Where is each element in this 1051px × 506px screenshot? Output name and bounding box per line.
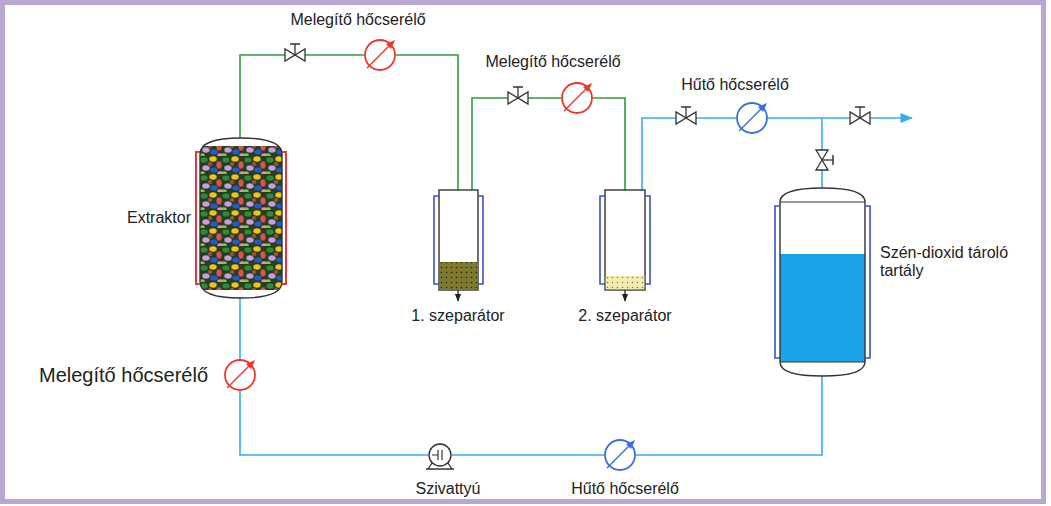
vessel-node: Melegítő hőcserélő	[364, 39, 396, 71]
vessel-outline	[200, 138, 282, 298]
label-box: Melegítő hőcserélő	[290, 11, 425, 29]
equipment-label: Szivattyú	[416, 480, 481, 498]
cooling-jacket	[775, 206, 780, 358]
vessel-outline	[605, 190, 645, 290]
label-box: Hűtő hőcserélő	[571, 480, 679, 498]
label-box: Szivattyú	[416, 480, 481, 498]
pipe-line	[636, 376, 822, 455]
exchanger-arrow	[367, 44, 391, 68]
label-box: Szén-dioxid tároló tartály	[880, 244, 1030, 281]
valve-symbol	[816, 150, 833, 170]
equipment-label: 1. szeparátor	[411, 307, 504, 325]
equipment-label: Melegítő hőcserélő	[39, 364, 208, 387]
vessel-node: 1. szeparátor	[439, 190, 478, 290]
exchanger-circle	[365, 40, 395, 70]
pipe-line	[240, 55, 364, 138]
liquid-co2	[780, 254, 865, 362]
valve-symbol	[285, 44, 305, 61]
heating-jacket	[196, 152, 200, 284]
node-shape	[200, 138, 282, 298]
valve-symbol	[508, 87, 528, 104]
node-shape	[439, 190, 478, 290]
equipment-label: Melegítő hőcserélő	[290, 11, 425, 29]
outlet-arrow	[624, 290, 625, 301]
exchanger-arrowhead	[246, 360, 255, 369]
exchanger-arrowhead	[386, 40, 395, 49]
pipe-line	[593, 98, 625, 190]
vessel-outline	[439, 190, 478, 290]
cooling-jacket	[865, 206, 870, 358]
vessel-node: Hűtő hőcserélő	[604, 439, 636, 471]
node-shape	[428, 443, 452, 469]
pipe-line	[240, 391, 428, 455]
pipe-line	[642, 118, 736, 190]
exchanger-circle	[562, 83, 592, 113]
exchanger-circle	[605, 440, 635, 470]
pipe-line	[239, 298, 241, 359]
vessel-node: Szivattyú	[428, 443, 452, 469]
pump-rotor	[432, 450, 442, 460]
equipment-label: Hűtő hőcserélő	[571, 480, 679, 498]
pipe-line	[472, 98, 561, 190]
exchanger-arrow	[227, 364, 251, 388]
vessel-node: Extraktor	[200, 138, 282, 298]
vessel-node: Szén-dioxid tároló tartály	[780, 188, 865, 376]
label-box: Hűtő hőcserélő	[681, 76, 789, 94]
cooling-jacket	[600, 196, 605, 284]
exchanger-circle	[225, 360, 255, 390]
cooling-jacket	[645, 196, 650, 284]
equipment-label: Extraktor	[127, 209, 191, 227]
exchanger-arrowhead	[626, 440, 635, 449]
exchanger-arrow	[607, 444, 631, 468]
exchanger-arrow	[739, 107, 763, 131]
equipment-label: Hűtő hőcserélő	[681, 76, 789, 94]
equipment-label: Melegítő hőcserélő	[485, 53, 620, 71]
vessel-node: Hűtő hőcserélő	[736, 102, 768, 134]
pipe-line	[768, 118, 822, 188]
node-shape	[604, 439, 636, 471]
equipment-label: Szén-dioxid tároló tartály	[880, 244, 1030, 281]
label-box: 2. szeparátor	[578, 307, 671, 325]
label-box: Melegítő hőcserélő	[485, 53, 620, 71]
heating-jacket	[282, 152, 286, 284]
valve-symbol	[676, 107, 696, 124]
node-shape	[736, 102, 768, 134]
label-box: Melegítő hőcserélő	[39, 364, 208, 387]
packed-bed	[200, 146, 282, 290]
cooling-jacket	[478, 196, 483, 284]
cooling-jacket	[434, 196, 439, 284]
vessel-seam	[780, 362, 865, 363]
vessel-node: Melegítő hőcserélő	[224, 359, 256, 391]
node-shape	[561, 82, 593, 114]
outlet-arrow	[457, 290, 458, 301]
vessel-seam	[780, 202, 865, 203]
pipe-line	[452, 454, 604, 456]
exchanger-circle	[737, 103, 767, 133]
exchanger-arrowhead	[583, 83, 592, 92]
node-shape	[605, 190, 645, 290]
vessel-node: Melegítő hőcserélő	[561, 82, 593, 114]
pipe-line	[396, 55, 458, 190]
valve-symbol	[850, 107, 870, 124]
equipment-label: 2. szeparátor	[578, 307, 671, 325]
sediment	[606, 276, 645, 289]
exchanger-arrowhead	[758, 103, 767, 112]
frame	[3, 3, 1044, 502]
pump-body	[429, 444, 451, 466]
label-box: Extraktor	[127, 209, 191, 227]
exchanger-arrow	[564, 87, 588, 111]
node-shape	[364, 39, 396, 71]
sediment	[440, 262, 478, 289]
vessel-node: 2. szeparátor	[605, 190, 645, 290]
vessel-outline	[780, 188, 865, 376]
node-shape	[224, 359, 256, 391]
label-box: 1. szeparátor	[411, 307, 504, 325]
node-shape	[780, 188, 865, 376]
